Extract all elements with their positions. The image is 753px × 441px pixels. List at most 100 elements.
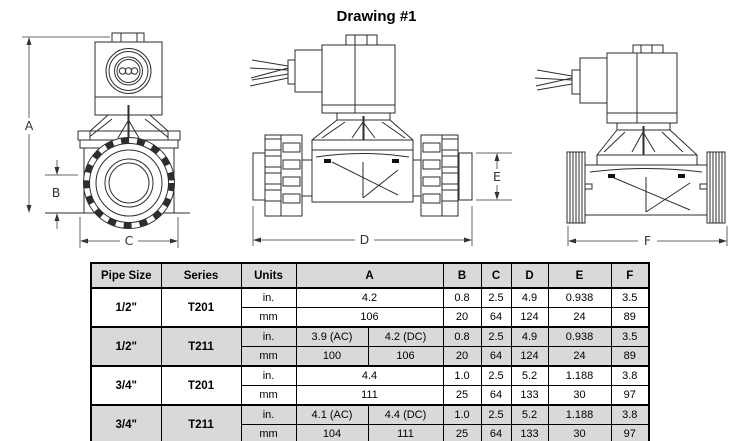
dim-e-cell: 0.938 — [547, 326, 612, 347]
units-cell: in. — [240, 326, 297, 347]
series-cell: T201 — [160, 287, 242, 328]
dim-d-cell: 4.9 — [510, 326, 549, 347]
col-header-d: D — [510, 262, 549, 289]
union-nut-front — [83, 137, 175, 229]
dim-f-cell: 97 — [610, 385, 650, 406]
dim-e-cell: 1.188 — [547, 404, 612, 425]
dim-f-cell: 3.8 — [610, 365, 650, 386]
pipe-size-cell: 1/2" — [90, 326, 162, 367]
thread-end-left — [566, 151, 586, 224]
series-cell: T201 — [160, 365, 242, 406]
dim-a-cell: 104 — [295, 424, 369, 441]
mounting-bracket — [596, 122, 698, 156]
union-nut-right — [420, 134, 459, 217]
dim-d-cell: 133 — [510, 424, 549, 441]
side-view-threaded-drawing: F — [534, 44, 728, 248]
units-cell: mm — [240, 346, 297, 367]
dim-b-cell: 20 — [442, 307, 482, 328]
mounting-bracket — [311, 112, 414, 141]
conduit-connector — [287, 49, 323, 93]
col-header-f: F — [610, 262, 650, 289]
dim-d-cell: 5.2 — [510, 365, 549, 386]
lead-wires — [534, 69, 573, 91]
solenoid-coil — [606, 44, 678, 124]
valve-body — [584, 154, 708, 216]
dim-d-cell: 5.2 — [510, 404, 549, 425]
side-view-union-drawing: D E — [249, 34, 512, 247]
dimension-f: F — [567, 226, 728, 248]
valve-body — [302, 139, 421, 203]
dimension-f-label: F — [644, 233, 651, 248]
dim-b-cell: 25 — [442, 424, 482, 441]
dim-f-cell: 89 — [610, 307, 650, 328]
dim-e-cell: 30 — [547, 385, 612, 406]
pipe-size-cell: 3/4" — [90, 365, 162, 406]
dimension-a: A — [22, 36, 110, 213]
series-cell: T211 — [160, 326, 242, 367]
dimension-a-label: A — [25, 118, 34, 133]
dim-a-cell: 4.4 (DC) — [367, 404, 444, 425]
dim-a-cell: 111 — [295, 385, 444, 406]
col-header-units: Units — [240, 262, 297, 289]
dim-b-cell: 25 — [442, 385, 482, 406]
dim-e-cell: 30 — [547, 424, 612, 441]
dim-c-cell: 64 — [480, 346, 512, 367]
col-header-series: Series — [160, 262, 242, 289]
dim-c-cell: 64 — [480, 385, 512, 406]
lead-wires — [249, 59, 289, 87]
dim-f-cell: 3.8 — [610, 404, 650, 425]
dim-e-cell: 0.938 — [547, 287, 612, 308]
dim-d-cell: 124 — [510, 346, 549, 367]
col-header-e: E — [547, 262, 612, 289]
units-cell: in. — [240, 365, 297, 386]
dim-a-cell: 106 — [367, 346, 444, 367]
col-header-b: B — [442, 262, 482, 289]
connector-face — [105, 48, 152, 94]
dim-b-cell: 0.8 — [442, 287, 482, 308]
series-cell: T211 — [160, 404, 242, 441]
union-nut-left — [264, 134, 303, 217]
dim-a-cell: 111 — [367, 424, 444, 441]
dim-c-cell: 2.5 — [480, 287, 512, 308]
dim-c-cell: 2.5 — [480, 326, 512, 347]
pipe-stubs — [252, 152, 473, 201]
dimension-e: E — [476, 152, 512, 201]
dim-b-cell: 1.0 — [442, 404, 482, 425]
dim-f-cell: 3.5 — [610, 287, 650, 308]
dimension-e-label: E — [493, 169, 501, 184]
mounting-bracket — [77, 105, 181, 141]
dim-a-cell: 106 — [295, 307, 444, 328]
dim-c-cell: 64 — [480, 307, 512, 328]
dim-c-cell: 2.5 — [480, 404, 512, 425]
dim-a-cell: 4.4 — [295, 365, 444, 386]
dim-e-cell: 1.188 — [547, 365, 612, 386]
conduit-connector — [571, 57, 608, 104]
col-header-pipe-size: Pipe Size — [90, 262, 162, 289]
thread-end-right — [706, 151, 726, 224]
dimension-d-label: D — [360, 232, 370, 247]
col-header-a: A — [295, 262, 444, 289]
pipe-size-cell: 1/2" — [90, 287, 162, 328]
page-title: Drawing #1 — [336, 8, 417, 25]
units-cell: in. — [240, 287, 297, 308]
front-view-drawing: A B C — [22, 32, 190, 248]
dim-e-cell: 24 — [547, 346, 612, 367]
dim-b-cell: 1.0 — [442, 365, 482, 386]
dim-d-cell: 124 — [510, 307, 549, 328]
dim-f-cell: 89 — [610, 346, 650, 367]
dim-a-cell: 100 — [295, 346, 369, 367]
col-header-c: C — [480, 262, 512, 289]
dim-d-cell: 4.9 — [510, 287, 549, 308]
units-cell: mm — [240, 385, 297, 406]
pipe-port — [104, 158, 154, 208]
dim-b-cell: 20 — [442, 346, 482, 367]
